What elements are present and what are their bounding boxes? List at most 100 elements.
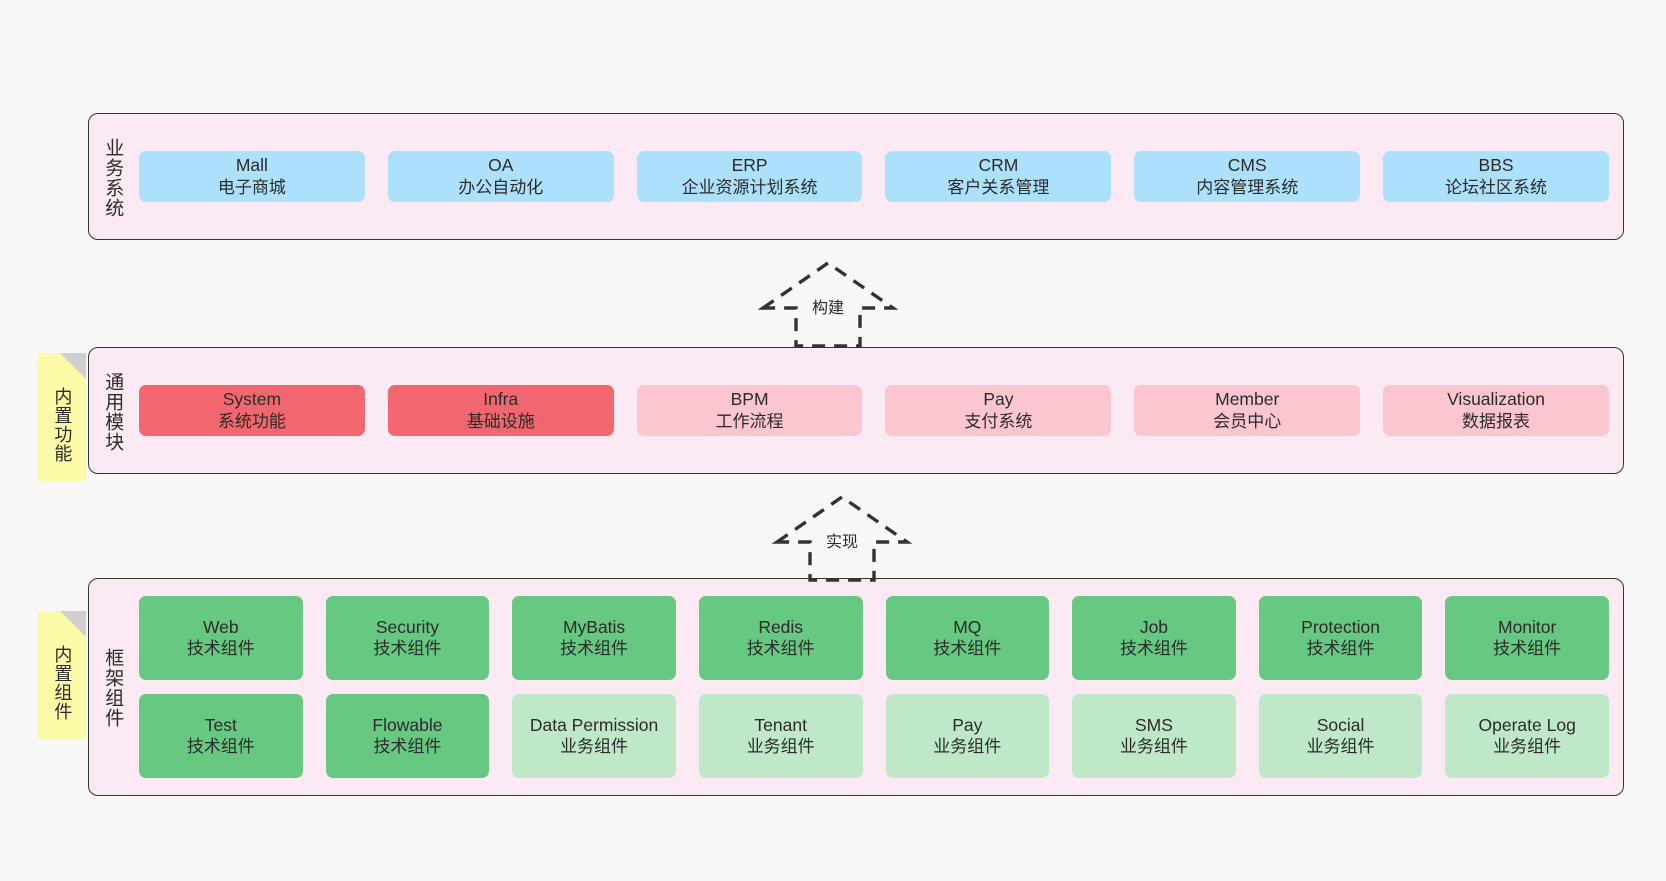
card-job[interactable]: Job 技术组件 xyxy=(1072,596,1236,680)
card-subtitle: 内容管理系统 xyxy=(1196,177,1299,197)
card-subtitle: 业务组件 xyxy=(1119,737,1188,757)
card-title: Flowable xyxy=(372,714,443,735)
card-sms[interactable]: SMS 业务组件 xyxy=(1072,694,1236,778)
card-subtitle: 技术组件 xyxy=(186,737,255,757)
card-title: Protection xyxy=(1301,616,1380,637)
card-cms[interactable]: CMS 内容管理系统 xyxy=(1134,151,1361,202)
card-title: Pay xyxy=(952,714,983,735)
card-title: Member xyxy=(1215,389,1280,410)
card-title: Mall xyxy=(235,155,268,176)
card-subtitle: 系统功能 xyxy=(217,411,286,431)
card-test[interactable]: Test 技术组件 xyxy=(139,694,303,778)
card-title: Job xyxy=(1139,616,1169,637)
card-system[interactable]: System 系统功能 xyxy=(139,385,365,436)
card-subtitle: 技术组件 xyxy=(1119,639,1188,659)
card-protection[interactable]: Protection 技术组件 xyxy=(1258,596,1423,680)
card-web[interactable]: Web 技术组件 xyxy=(139,596,303,680)
card-subtitle: 技术组件 xyxy=(933,639,1002,659)
note-builtin-components: 内置组件 xyxy=(37,611,86,739)
card-subtitle: 业务组件 xyxy=(1306,737,1375,757)
card-member[interactable]: Member 会员中心 xyxy=(1134,385,1361,436)
card-title: Monitor xyxy=(1498,616,1557,637)
card-title: Data Permission xyxy=(529,714,659,735)
card-subtitle: 工作流程 xyxy=(715,411,784,431)
card-title: CRM xyxy=(978,155,1019,176)
card-monitor[interactable]: Monitor 技术组件 xyxy=(1445,596,1609,680)
card-mq[interactable]: MQ 技术组件 xyxy=(885,596,1050,680)
card-row: Test 技术组件 Flowable 技术组件 Data Permission … xyxy=(139,694,1609,778)
card-infra[interactable]: Infra 基础设施 xyxy=(387,385,614,436)
card-subtitle: 技术组件 xyxy=(373,639,442,659)
card-row: Web 技术组件 Security 技术组件 MyBatis 技术组件 Redi… xyxy=(139,596,1609,680)
card-title: Infra xyxy=(483,389,519,410)
connector-build-label: 构建 xyxy=(811,300,845,317)
connector-implement-label: 实现 xyxy=(825,534,859,551)
note-fold-corner-icon xyxy=(60,353,86,379)
card-title: Pay xyxy=(983,389,1014,410)
card-title: Test xyxy=(204,714,237,735)
card-subtitle: 技术组件 xyxy=(746,639,815,659)
card-subtitle: 业务组件 xyxy=(560,737,629,757)
card-crm[interactable]: CRM 客户关系管理 xyxy=(885,151,1112,202)
card-row: System 系统功能 Infra 基础设施 BPM 工作流程 Pay 支付系统… xyxy=(139,385,1609,436)
card-security[interactable]: Security 技术组件 xyxy=(325,596,490,680)
card-pay[interactable]: Pay 支付系统 xyxy=(885,385,1112,436)
card-subtitle: 技术组件 xyxy=(1306,639,1375,659)
note-label: 内置组件 xyxy=(52,645,73,721)
card-mybatis[interactable]: MyBatis 技术组件 xyxy=(512,596,676,680)
card-subtitle: 论坛社区系统 xyxy=(1445,177,1548,197)
card-oa[interactable]: OA 办公自动化 xyxy=(387,151,614,202)
card-title: Redis xyxy=(758,616,804,637)
card-title: BBS xyxy=(1478,155,1514,176)
card-title: ERP xyxy=(731,155,768,176)
connector-implement: 实现 xyxy=(771,492,913,582)
layer-body-framework-components: Web 技术组件 Security 技术组件 MyBatis 技术组件 Redi… xyxy=(135,579,1623,795)
card-title: Operate Log xyxy=(1478,714,1576,735)
card-redis[interactable]: Redis 技术组件 xyxy=(698,596,863,680)
card-subtitle: 技术组件 xyxy=(186,639,255,659)
implement-arrow-icon xyxy=(771,494,913,582)
card-subtitle: 电子商城 xyxy=(217,177,286,197)
card-subtitle: 技术组件 xyxy=(560,639,629,659)
card-title: MQ xyxy=(953,616,982,637)
card-subtitle: 支付系统 xyxy=(964,411,1033,431)
card-subtitle: 业务组件 xyxy=(1493,737,1562,757)
note-label: 内置功能 xyxy=(52,387,73,463)
layer-framework-components: 框架组件 Web 技术组件 Security 技术组件 MyBatis 技术组件… xyxy=(88,578,1624,796)
layer-title-framework-components: 框架组件 xyxy=(102,648,124,728)
card-title: MyBatis xyxy=(562,616,626,637)
card-operate-log[interactable]: Operate Log 业务组件 xyxy=(1445,694,1609,778)
card-row: Mall 电子商城 OA 办公自动化 ERP 企业资源计划系统 CRM 客户关系… xyxy=(139,151,1609,202)
card-mall[interactable]: Mall 电子商城 xyxy=(139,151,365,202)
layer-title-business-systems: 业务系统 xyxy=(102,137,124,218)
card-subtitle: 技术组件 xyxy=(373,737,442,757)
card-title: Tenant xyxy=(754,714,807,735)
card-title: System xyxy=(222,389,282,410)
card-title: BPM xyxy=(730,389,769,410)
card-bbs[interactable]: BBS 论坛社区系统 xyxy=(1383,151,1609,202)
card-visualization[interactable]: Visualization 数据报表 xyxy=(1383,385,1609,436)
card-social[interactable]: Social 业务组件 xyxy=(1258,694,1423,778)
card-bpm[interactable]: BPM 工作流程 xyxy=(636,385,863,436)
card-title: Visualization xyxy=(1447,389,1546,410)
build-arrow-icon xyxy=(757,260,899,348)
card-subtitle: 基础设施 xyxy=(466,411,535,431)
connector-build: 构建 xyxy=(757,258,899,348)
card-title: CMS xyxy=(1227,155,1267,176)
card-erp[interactable]: ERP 企业资源计划系统 xyxy=(636,151,863,202)
card-pay-business[interactable]: Pay 业务组件 xyxy=(885,694,1050,778)
card-title: SMS xyxy=(1134,714,1173,735)
card-title: Social xyxy=(1316,714,1365,735)
card-title: Web xyxy=(202,616,239,637)
card-subtitle: 会员中心 xyxy=(1213,411,1282,431)
card-data-permission[interactable]: Data Permission 业务组件 xyxy=(512,694,676,778)
layer-common-modules: 通用模块 System 系统功能 Infra 基础设施 BPM 工作流程 Pay… xyxy=(88,347,1624,474)
note-builtin-features: 内置功能 xyxy=(37,353,86,481)
card-tenant[interactable]: Tenant 业务组件 xyxy=(698,694,863,778)
card-flowable[interactable]: Flowable 技术组件 xyxy=(325,694,490,778)
note-fold-corner-icon xyxy=(60,611,86,637)
card-subtitle: 客户关系管理 xyxy=(947,177,1050,197)
card-subtitle: 企业资源计划系统 xyxy=(681,177,818,197)
card-subtitle: 技术组件 xyxy=(1493,639,1562,659)
